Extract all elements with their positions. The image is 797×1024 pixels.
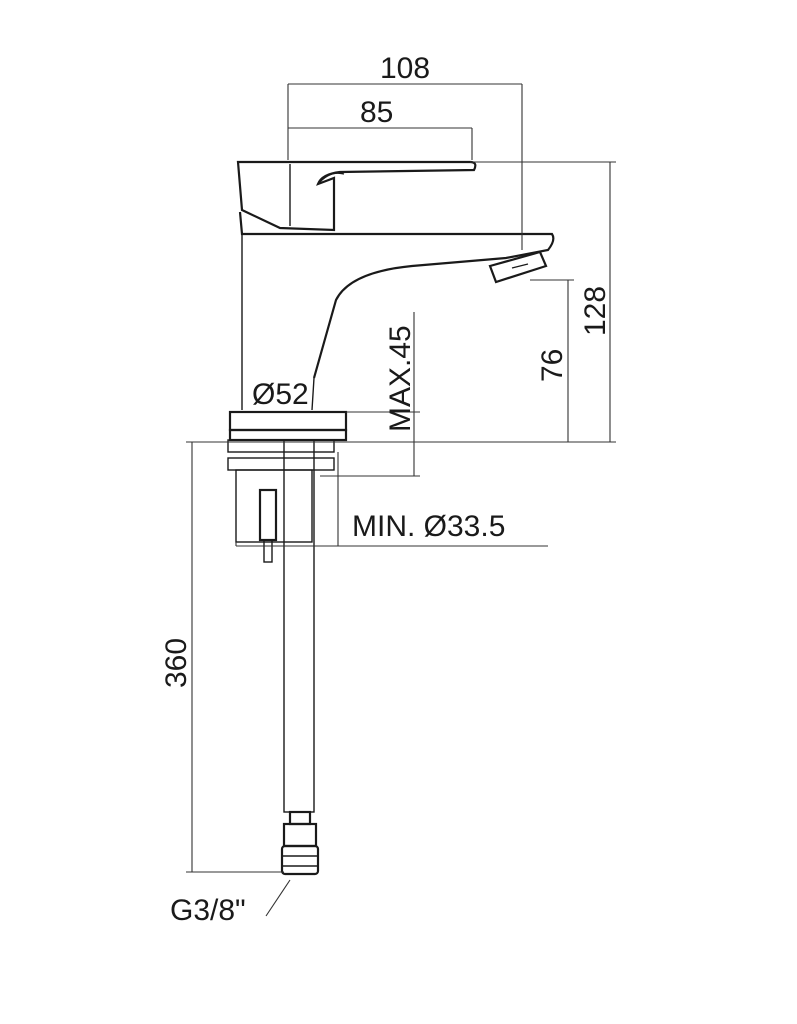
dim-360-label: 360	[160, 638, 193, 688]
flexible-hose	[280, 439, 320, 876]
lever-handle	[236, 160, 477, 232]
faucet-block	[238, 211, 555, 379]
dimension-lines	[186, 83, 616, 917]
dim-d52-label: Ø52	[252, 378, 309, 411]
dim-min33-label: MIN. Ø33.5	[352, 510, 505, 543]
dim-85-label: 85	[360, 96, 393, 129]
thread-label: G3/8"	[170, 894, 246, 927]
base-assembly	[227, 410, 348, 563]
dim-108-label: 108	[380, 52, 430, 85]
hose-connector	[288, 810, 312, 826]
aerator	[488, 250, 548, 284]
dim-max45-label: MAX.45	[384, 325, 417, 432]
fixing-stud	[258, 488, 278, 542]
faucet-body	[236, 160, 555, 411]
dim-128-label: 128	[579, 286, 612, 336]
hex-nut	[280, 844, 320, 876]
dim-76-label: 76	[536, 349, 569, 382]
